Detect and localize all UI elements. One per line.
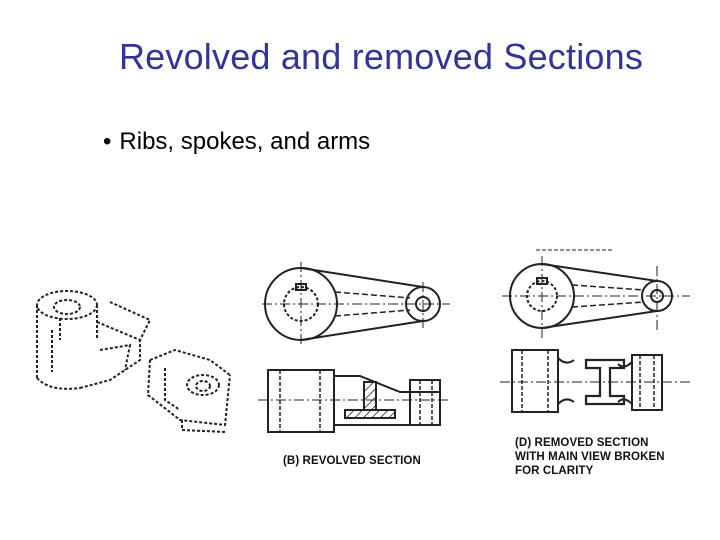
caption-line: WITH MAIN VIEW BROKEN [515, 451, 665, 463]
caption-line: FOR CLARITY [515, 465, 594, 477]
removed-front-view [500, 349, 690, 413]
bullet-symbol: • [103, 128, 112, 155]
bullet-text: Ribs, spokes, and arms [119, 128, 371, 155]
bullet-item: • Ribs, spokes, and arms [103, 128, 370, 156]
isometric-part-drawing [36, 290, 231, 433]
revolved-section-caption: (B) REVOLVED SECTION [283, 455, 421, 467]
slide-title: Revolved and removed Sections [118, 36, 644, 77]
caption-line: (D) REMOVED SECTION [515, 437, 649, 449]
removed-top-view [502, 249, 690, 338]
revolved-top-view [262, 262, 450, 346]
revolved-front-view [258, 369, 450, 433]
removed-section-caption: (D) REMOVED SECTION WITH MAIN VIEW BROKE… [515, 436, 665, 478]
